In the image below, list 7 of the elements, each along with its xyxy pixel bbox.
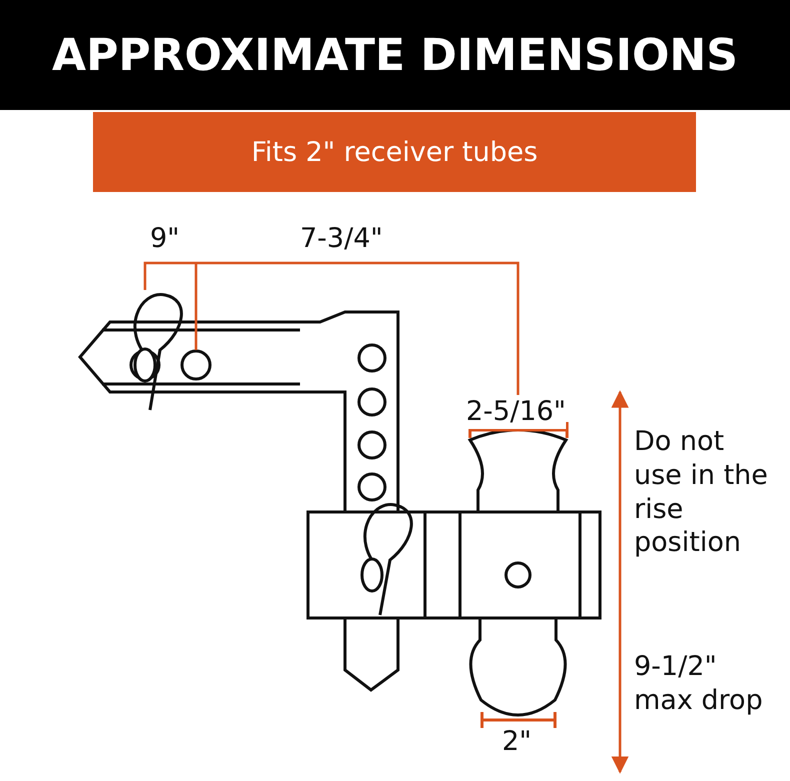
dimension-label: 7-3/4" <box>300 222 383 256</box>
dimension-label: 9-1/2" max drop <box>634 650 764 718</box>
warning-note: Do not use in the rise position <box>634 425 769 560</box>
banner: Fits 2" receiver tubes <box>93 112 696 192</box>
dimension-label: 9" <box>150 222 180 256</box>
dimension-label: 2-5/16" <box>466 395 566 429</box>
title: APPROXIMATE DIMENSIONS <box>0 0 790 110</box>
